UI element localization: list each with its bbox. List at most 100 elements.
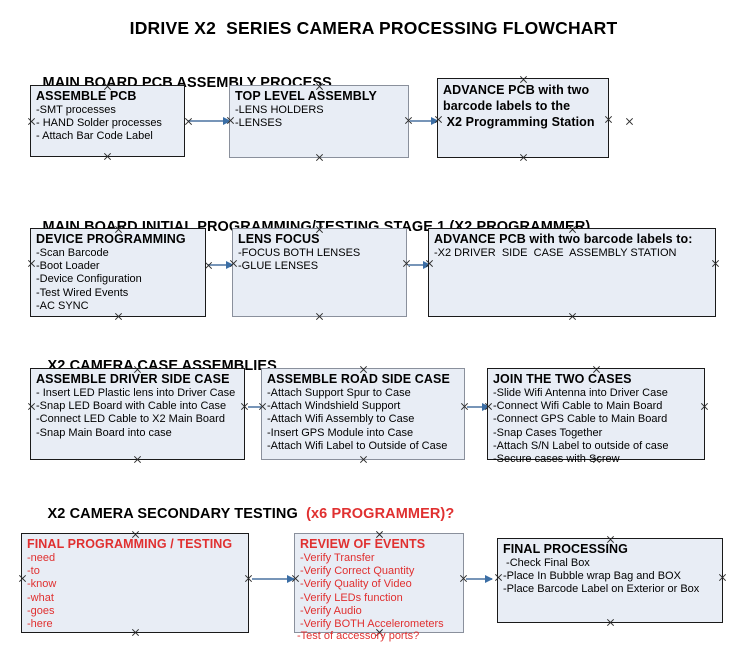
node-line: -need xyxy=(27,552,56,564)
connection-handle-bottom[interactable] xyxy=(114,312,123,321)
node-line: -here xyxy=(27,618,53,631)
node-final-programming-testing[interactable]: FINAL PROGRAMMING / TESTING -need -to -k… xyxy=(21,533,249,633)
connection-handle-top[interactable] xyxy=(568,225,577,234)
connection-handle-top[interactable] xyxy=(592,365,601,374)
connector-review-of-events-to-final-processing xyxy=(466,574,493,583)
connection-handle-bottom[interactable] xyxy=(519,153,528,162)
connection-handle-bottom[interactable] xyxy=(131,628,140,637)
node-line: -Connect GPS Cable to Main Board xyxy=(493,413,668,426)
connection-handle-top[interactable] xyxy=(133,365,142,374)
connection-handle-left[interactable] xyxy=(27,259,36,268)
section-header-text: X2 CAMERA SECONDARY TESTING xyxy=(47,506,307,522)
node-device-programming[interactable]: DEVICE PROGRAMMING -Scan Barcode -Boot L… xyxy=(30,228,206,317)
connection-handle-left[interactable] xyxy=(226,116,235,125)
node-assemble-road-side-case[interactable]: ASSEMBLE ROAD SIDE CASE -Attach Support … xyxy=(261,368,465,460)
connection-handle-left[interactable] xyxy=(434,115,443,124)
connector-assemble-pcb-to-top-level-assembly xyxy=(188,116,231,125)
connection-handle-right[interactable] xyxy=(711,259,720,268)
connection-handle-left[interactable] xyxy=(27,402,36,411)
connection-handle-top[interactable] xyxy=(114,225,123,234)
connection-handle-top[interactable] xyxy=(359,365,368,374)
node-line: -Slide Wifi Antenna into Driver Case xyxy=(493,387,668,399)
node-line: -FOCUS BOTH LENSES xyxy=(238,247,361,259)
connection-handle-top[interactable] xyxy=(519,75,528,84)
node-line: -Verify LEDs function xyxy=(300,591,403,604)
node-line: -Insert GPS Module into Case xyxy=(267,426,414,439)
connection-handle-left[interactable] xyxy=(27,117,36,126)
node-join-the-two-cases[interactable]: JOIN THE TWO CASES -Slide Wifi Antenna i… xyxy=(484,365,705,465)
connection-handle-mid[interactable] xyxy=(204,261,213,270)
node-title: ASSEMBLE ROAD SIDE CASE xyxy=(267,372,450,386)
connector-final-programming-to-review-of-events xyxy=(252,574,295,583)
page-title: IDRIVE X2 SERIES CAMERA PROCESSING FLOWC… xyxy=(129,18,618,38)
node-line: -Verify Quality of Video xyxy=(300,578,412,591)
node-line: -Snap Cases Together xyxy=(493,426,603,439)
connection-handle-bottom[interactable] xyxy=(606,618,615,627)
node-title: LENS FOCUS xyxy=(238,232,320,246)
connection-handle-top[interactable] xyxy=(375,530,384,539)
node-line: -Attach Wifi Label to Outside of Case xyxy=(267,439,448,452)
connection-handle-bottom[interactable] xyxy=(568,312,577,321)
node-line: -Attach Windshield Support xyxy=(267,400,401,413)
node-line: -Snap LED Board with Cable into Case xyxy=(36,400,227,413)
connection-handle-trailing[interactable] xyxy=(625,117,634,126)
connection-handle-left[interactable] xyxy=(258,402,267,411)
connection-handle-right[interactable] xyxy=(700,402,709,411)
connection-handle-bottom[interactable] xyxy=(359,455,368,464)
connection-handle-left[interactable] xyxy=(229,259,238,268)
node-advance-pcb-to-driver-side-case[interactable]: ADVANCE PCB with two barcode labels to: … xyxy=(428,228,716,317)
connection-handle-left[interactable] xyxy=(494,573,503,582)
node-top-level-assembly[interactable]: TOP LEVEL ASSEMBLY -LENS HOLDERS -LENSES xyxy=(229,85,409,158)
connection-handle-right[interactable] xyxy=(718,573,727,582)
node-line: -Verify Audio xyxy=(300,604,362,617)
node-title: ASSEMBLE DRIVER SIDE CASE xyxy=(36,372,230,386)
node-line: -Place In Bubble wrap Bag and BOX xyxy=(503,570,681,583)
node-title: FINAL PROGRAMMING / TESTING xyxy=(27,537,233,551)
connection-handle-top[interactable] xyxy=(315,82,324,91)
node-title: REVIEW OF EVENTS xyxy=(300,537,426,551)
connection-handle-left[interactable] xyxy=(291,574,300,583)
connection-handle-mid[interactable] xyxy=(184,117,193,126)
section-header-accent-text: (x6 PROGRAMMER)? xyxy=(306,506,455,522)
node-line: -LENS HOLDERS xyxy=(235,104,324,116)
connection-handle-bottom[interactable] xyxy=(315,153,324,162)
node-title: FINAL PROCESSING xyxy=(503,542,628,556)
node-assemble-driver-side-case[interactable]: ASSEMBLE DRIVER SIDE CASE - Insert LED P… xyxy=(30,368,245,460)
node-line: -X2 DRIVER SIDE CASE ASSEMBLY STATION xyxy=(434,247,677,259)
node-line: -know xyxy=(27,578,57,591)
node-line: -GLUE LENSES xyxy=(238,260,319,273)
node-final-processing[interactable]: FINAL PROCESSING -Check Final Box -Place… xyxy=(497,538,723,623)
connection-handle-top[interactable] xyxy=(103,82,112,91)
connection-handle-right[interactable] xyxy=(604,115,613,124)
node-line: -Test Wired Events xyxy=(36,286,129,299)
connection-handle-top[interactable] xyxy=(606,535,615,544)
node-review-of-events[interactable]: REVIEW OF EVENTS -Verify Transfer -Verif… xyxy=(294,533,464,633)
node-line: -to xyxy=(27,565,40,578)
node-line: -what xyxy=(27,591,54,604)
section-header-x2-camera-secondary-testing: X2 CAMERA SECONDARY TESTING (x6 PROGRAMM… xyxy=(31,490,455,538)
node-line: -Snap Main Board into case xyxy=(36,426,172,439)
node-line: -goes xyxy=(27,604,55,617)
connection-handle-bottom[interactable] xyxy=(103,152,112,161)
node-lens-focus[interactable]: LENS FOCUS -FOCUS BOTH LENSES -GLUE LENS… xyxy=(232,228,407,317)
connection-handle-top[interactable] xyxy=(131,530,140,539)
node-line: -Verify Transfer xyxy=(300,552,375,564)
arrowhead-icon xyxy=(485,574,493,583)
node-line: -LENSES xyxy=(235,117,283,130)
node-line: -Connect LED Cable to X2 Main Board xyxy=(36,413,225,426)
node-advance-pcb-to-x2-programming-station[interactable]: ADVANCE PCB with two barcode labels to t… xyxy=(437,78,609,158)
node-line: -Connect Wifi Cable to Main Board xyxy=(493,400,663,413)
node-title: TOP LEVEL ASSEMBLY xyxy=(235,89,377,103)
connection-handle-bottom[interactable] xyxy=(592,455,601,464)
connection-handle-left[interactable] xyxy=(425,259,434,268)
connection-handle-bottom[interactable] xyxy=(133,455,142,464)
node-overflow-line-review-of-events: -Test of accessory ports? xyxy=(297,630,420,642)
connection-handle-left[interactable] xyxy=(484,402,493,411)
connection-handle-bottom[interactable] xyxy=(315,312,324,321)
node-line: -Check Final Box xyxy=(503,557,590,569)
node-line: -Boot Loader xyxy=(36,260,100,273)
node-assemble-pcb[interactable]: ASSEMBLE PCB -SMT processes - HAND Solde… xyxy=(30,85,185,157)
connection-handle-top[interactable] xyxy=(315,225,324,234)
connection-handle-left[interactable] xyxy=(18,574,27,583)
